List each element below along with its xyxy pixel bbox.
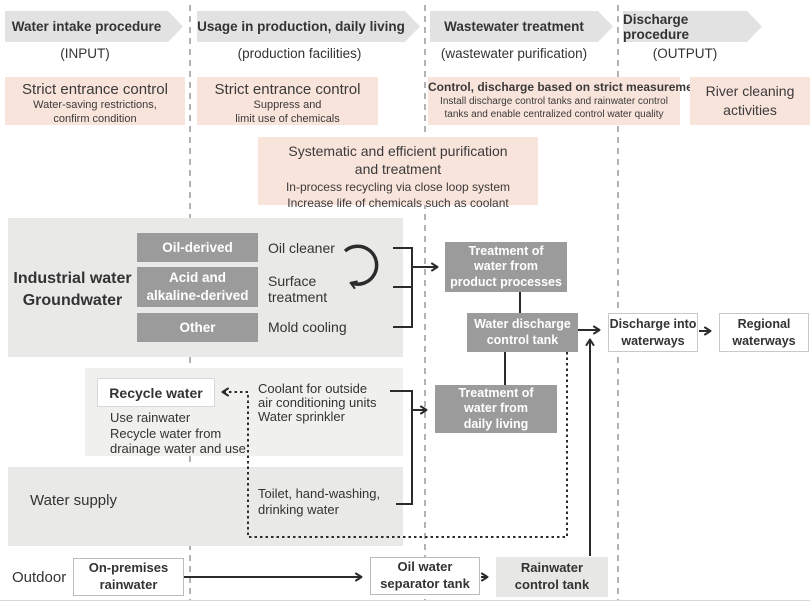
note-body: Install discharge control tanks and rain… <box>440 96 668 120</box>
note-river-cleaning-activities: River cleaning activities <box>690 77 810 125</box>
box-discharge-into-waterways: Discharge into waterways <box>608 313 698 352</box>
box-treatment-daily-living: Treatment of water from daily living <box>435 385 557 433</box>
recycle-water-note: Use rainwater Recycle water from drainag… <box>110 410 246 456</box>
process-mold-cooling: Mold cooling <box>268 319 347 335</box>
sublabel-wastewater-purification: (wastewater purification) <box>440 46 588 61</box>
process-oil-cleaner: Oil cleaner <box>268 240 335 256</box>
note-systematic-purification: Systematic and efficient purification an… <box>258 137 538 210</box>
bottom-border-line <box>0 600 810 601</box>
sublabel-output: (OUTPUT) <box>652 46 718 61</box>
note-body: Water-saving restrictions, confirm condi… <box>33 99 157 125</box>
coolant-sprinkler-label: Coolant for outside air conditioning uni… <box>258 381 377 424</box>
sublabel-production-facilities: (production facilities) <box>237 46 362 61</box>
note-strict-entrance-control-production: Strict entrance control Suppress and lim… <box>197 77 378 125</box>
tag-oil-derived: Oil-derived <box>137 233 258 262</box>
tag-other: Other <box>137 313 258 342</box>
note-title: Strict entrance control <box>214 81 361 98</box>
header-usage-in-production: Usage in production, daily living <box>197 11 420 42</box>
note-control-discharge-measurement: Control, discharge based on strict measu… <box>428 77 705 125</box>
sublabel-input: (INPUT) <box>60 46 110 61</box>
box-regional-waterways: Regional waterways <box>719 313 809 352</box>
box-recycle-water: Recycle water <box>97 378 215 407</box>
box-treatment-product-processes: Treatment of water from product processe… <box>445 242 567 292</box>
note-strict-entrance-control-intake: Strict entrance control Water-saving res… <box>5 77 185 125</box>
water-supply-label: Water supply <box>30 492 117 509</box>
box-water-discharge-control-tank: Water discharge control tank <box>467 313 578 352</box>
header-water-intake-procedure: Water intake procedure <box>5 11 183 42</box>
column-divider-3 <box>617 5 619 600</box>
tag-acid-alkaline-derived: Acid and alkaline-derived <box>137 267 258 307</box>
note-title: Strict entrance control <box>22 81 168 98</box>
box-rainwater-control-tank: Rainwater control tank <box>496 557 608 597</box>
note-title: Control, discharge based on strict measu… <box>428 80 705 94</box>
header-discharge-procedure: Discharge procedure <box>623 11 762 42</box>
note-body: Suppress and limit use of chemicals <box>235 99 340 125</box>
box-onpremises-rainwater: On-premises rainwater <box>73 558 184 596</box>
outdoor-label: Outdoor <box>12 569 67 586</box>
process-surface-treatment: Surface treatment <box>268 273 328 306</box>
box-oil-water-separator-tank: Oil water separator tank <box>370 557 480 595</box>
column-divider-2 <box>424 5 426 600</box>
note-body: In-process recycling via close loop syst… <box>285 180 511 210</box>
industrial-water-groundwater-label: Industrial water Groundwater <box>13 270 132 310</box>
toilet-handwashing-label: Toilet, hand-washing, drinking water <box>258 486 381 517</box>
note-title: Systematic and efficient purification an… <box>288 143 508 177</box>
note-title: River cleaning activities <box>705 83 795 118</box>
header-wastewater-treatment: Wastewater treatment <box>430 11 613 42</box>
